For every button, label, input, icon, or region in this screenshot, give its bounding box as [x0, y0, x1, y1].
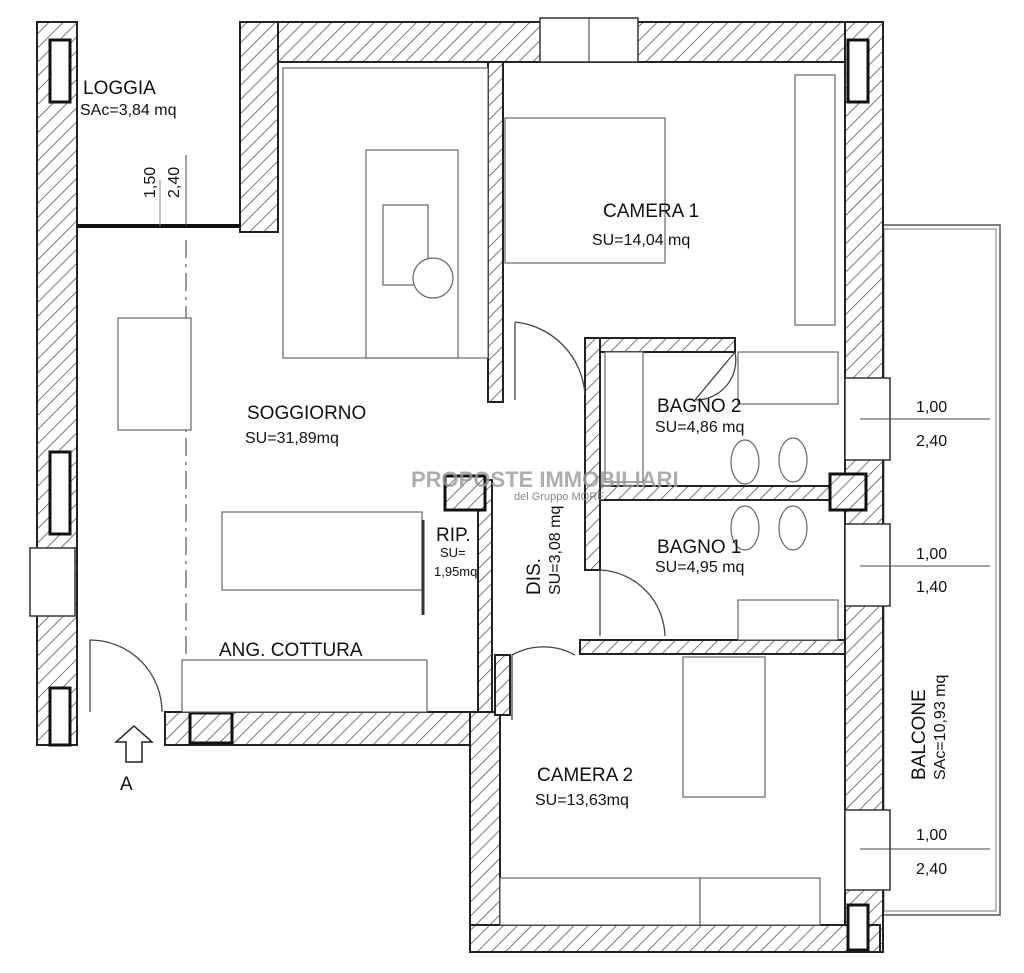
- bagno1-name: BAGNO 1: [657, 537, 741, 558]
- window-2-width: 1,00: [916, 546, 947, 563]
- doors: [89, 321, 737, 720]
- camera2-area: SU=13,63mq: [535, 792, 629, 809]
- entrance-label: A: [120, 774, 133, 795]
- window-1-height: 2,40: [916, 433, 947, 450]
- bagno1-area: SU=4,95 mq: [655, 559, 744, 576]
- balcone-area: SAc=10,93 mq: [932, 675, 949, 780]
- camera1-area: SU=14,04 mq: [592, 232, 690, 249]
- dis-name: DIS.: [524, 558, 545, 595]
- watermark-title: PROPOSTE IMMOBILIARI: [411, 467, 679, 492]
- dimension-lines: [159, 155, 990, 850]
- camera2-name: CAMERA 2: [537, 765, 633, 786]
- interior-walls: [477, 61, 846, 716]
- loggia-dim-width: 1,50: [142, 167, 159, 198]
- rip-name: RIP.: [436, 525, 471, 546]
- dis-area: SU=3,08 mq: [547, 506, 564, 595]
- soggiorno-name: SOGGIORNO: [247, 403, 366, 424]
- loggia-dim-height: 2,40: [166, 167, 183, 198]
- rip-area: 1,95mq: [434, 564, 477, 579]
- loggia-area: SAc=3,84 mq: [80, 102, 177, 119]
- rip-area-label: SU=: [440, 545, 466, 560]
- window-1-width: 1,00: [916, 399, 947, 416]
- camera1-name: CAMERA 1: [603, 201, 699, 222]
- bagno2-name: BAGNO 2: [657, 396, 741, 417]
- balcony: [879, 224, 1001, 916]
- window-3-width: 1,00: [916, 827, 947, 844]
- soggiorno-area: SU=31,89mq: [245, 430, 339, 447]
- balcone-name: BALCONE: [909, 689, 930, 780]
- watermark-subtitle: del Gruppo MORE: [514, 491, 604, 503]
- window-3-height: 2,40: [916, 861, 947, 878]
- cottura-name: ANG. COTTURA: [219, 640, 363, 661]
- bagno2-area: SU=4,86 mq: [655, 419, 744, 436]
- loggia-name: LOGGIA: [83, 78, 156, 99]
- window-2-height: 1,40: [916, 579, 947, 596]
- entrance-arrow-icon: [114, 724, 154, 763]
- furniture: [117, 67, 839, 926]
